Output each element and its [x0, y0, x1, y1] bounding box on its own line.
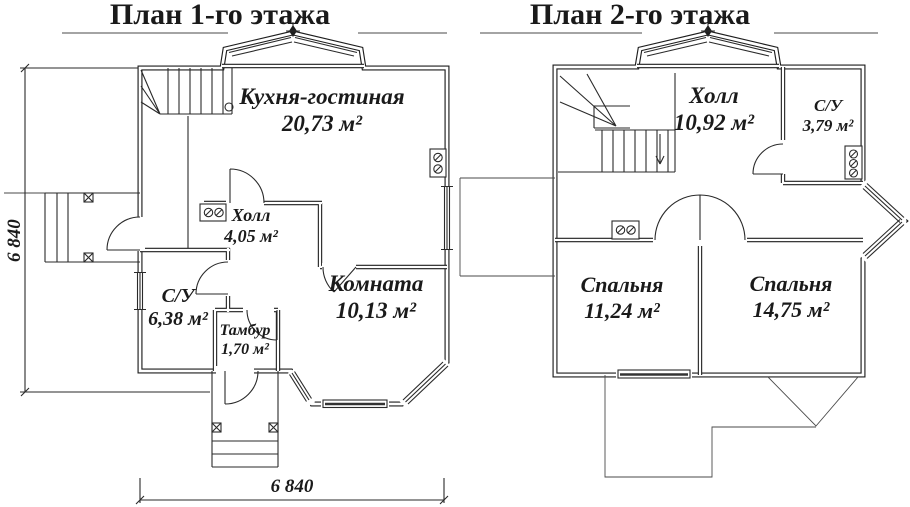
room-name: Холл: [231, 205, 271, 225]
room-area: 20,73 м²: [281, 110, 363, 136]
room-area: 10,13 м²: [335, 297, 417, 323]
entrance-porch: [211, 371, 279, 468]
room-name: Кухня-гостиная: [239, 84, 405, 109]
window-icon: [616, 36, 908, 381]
room-area: 6,38 м²: [148, 308, 208, 331]
room-name: Спальня: [749, 271, 833, 296]
room-label-wc-2f: С/У 3,79 м²: [803, 96, 854, 135]
room-name: Комната: [328, 271, 424, 296]
window-icon: [134, 36, 453, 409]
room-area: 10,92 м²: [673, 109, 755, 135]
power-outlet-icon: [199, 203, 227, 222]
room-label-room: Комната 10,13 м²: [329, 271, 424, 324]
door-openings: [135, 199, 356, 376]
room-name: С/У: [814, 96, 842, 115]
gable-finial-icon: [701, 22, 715, 37]
room-area: 4,05 м²: [224, 225, 278, 246]
dimension-height-label: 6 840: [4, 219, 25, 262]
staircase-icon: [140, 68, 234, 248]
room-label-kitchen-living: Кухня-гостиная 20,73 м²: [239, 84, 404, 137]
room-name: Холл: [689, 83, 739, 108]
floor2-plan-drawing: [459, 22, 909, 478]
floor1-title: План 1-го этажа: [109, 0, 331, 31]
roof-outline: [459, 177, 859, 478]
dimension-width-label: 6 840: [270, 476, 314, 497]
room-area: 1,70 м²: [221, 340, 269, 358]
floor1-plan-drawing: [44, 22, 453, 468]
door-arc-icon: [654, 143, 784, 241]
room-area: 3,79 м²: [802, 115, 854, 135]
room-area: 11,24 м²: [584, 297, 660, 323]
room-name: Спальня: [580, 272, 664, 297]
room-label-hall-2f: Холл 10,92 м²: [674, 83, 754, 136]
staircase-icon: [558, 73, 676, 173]
power-outlet-icon: [611, 220, 640, 240]
power-outlet-icon: [844, 145, 863, 180]
room-label-wc-1f: С/У 6,38 м²: [148, 285, 208, 331]
power-outlet-icon: [429, 148, 447, 178]
roof-eaves-lines: [4, 32, 878, 194]
room-label-vestibule: Тамбур 1,70 м²: [220, 322, 271, 359]
side-porch: [44, 192, 140, 263]
floor2-title: План 2-го этажа: [529, 0, 751, 31]
room-label-bedroom-1: Спальня 11,24 м²: [581, 272, 664, 323]
room-area: 14,75 м²: [752, 296, 830, 322]
dimension-lines: [20, 63, 449, 505]
door-arc-icon: [106, 168, 357, 405]
room-label-hall-1f: Холл 4,05 м²: [224, 205, 278, 247]
room-name: Тамбур: [219, 322, 271, 339]
room-label-bedroom-2: Спальня 14,75 м²: [750, 271, 833, 322]
gable-finial-icon: [286, 22, 300, 37]
room-name: С/У: [161, 285, 195, 307]
